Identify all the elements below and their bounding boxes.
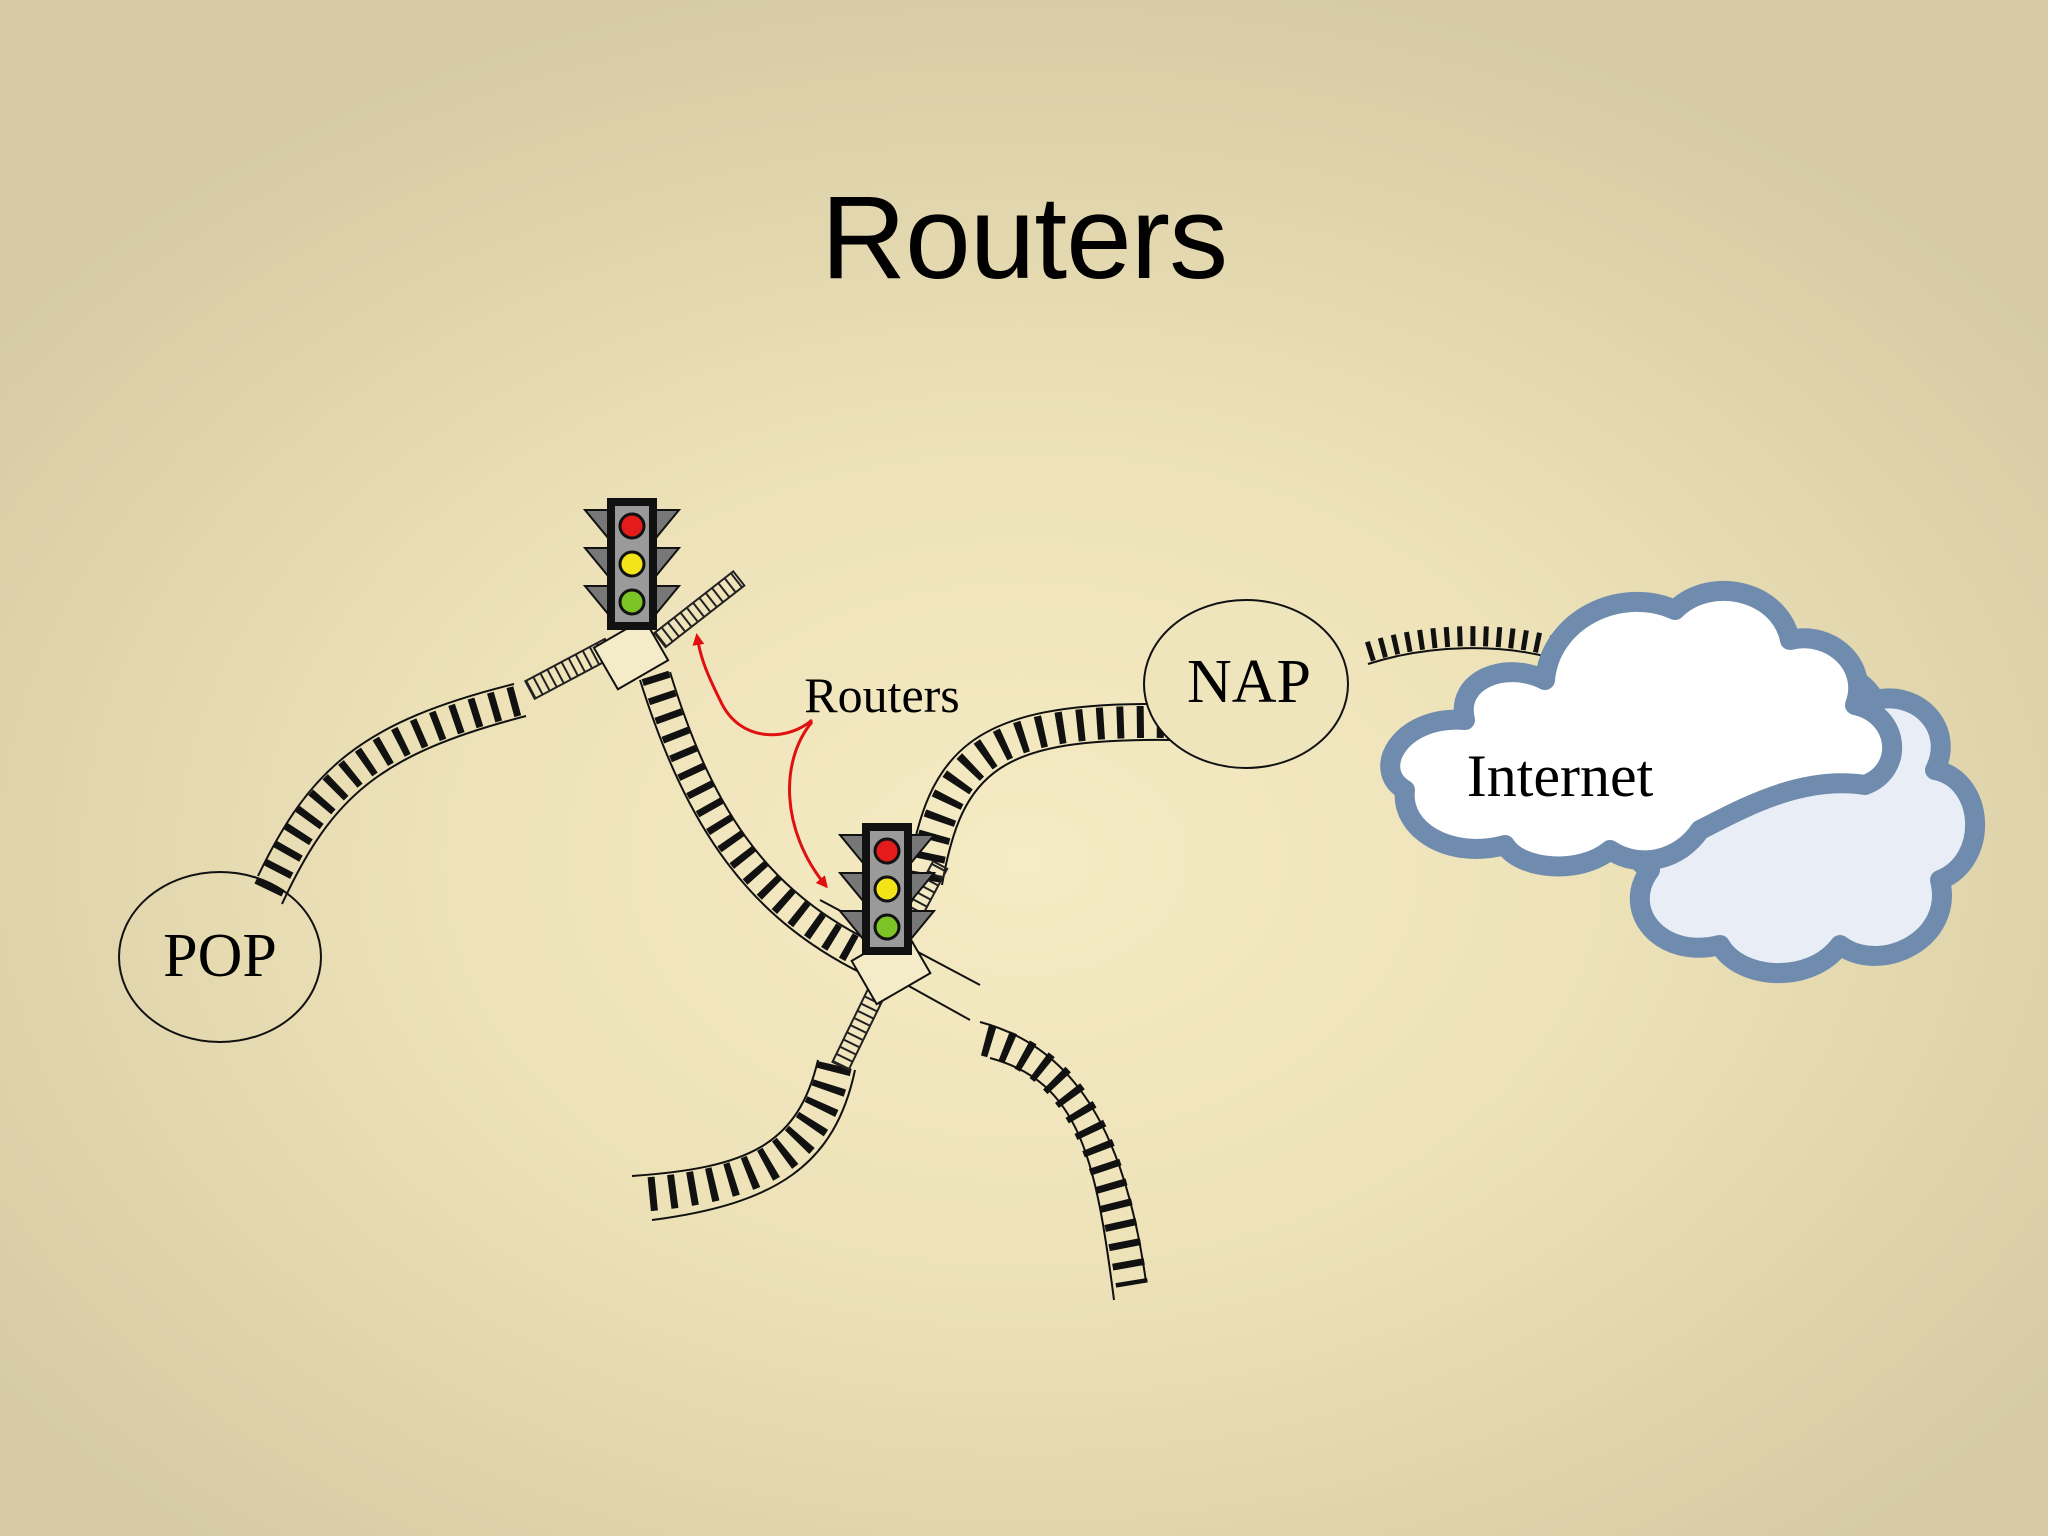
nap-node: NAP	[1143, 599, 1349, 769]
slide-title: Routers	[820, 172, 1228, 304]
routers-label: Routers	[804, 667, 960, 723]
track-router2-south-east	[979, 1021, 1148, 1301]
traffic-light-icon	[582, 498, 682, 630]
routers-callout: Routers	[692, 633, 960, 889]
internet-label: Internet	[1467, 743, 1654, 809]
pop-label: POP	[163, 922, 277, 990]
pop-node: POP	[118, 871, 322, 1043]
track-router2-south-west	[631, 1059, 856, 1221]
junction-plate-1	[592, 617, 670, 691]
nap-label: NAP	[1187, 648, 1311, 716]
traffic-light-icon	[837, 823, 937, 955]
rail-tracks	[254, 569, 1555, 1301]
track-nap-cloud	[1364, 626, 1555, 665]
track-router2-nap	[907, 702, 1171, 886]
junction-bridges	[523, 569, 981, 1072]
cloud-icon: Internet	[1380, 580, 1985, 984]
track-router1-router2	[639, 670, 895, 981]
track-pop-router1	[254, 683, 527, 905]
